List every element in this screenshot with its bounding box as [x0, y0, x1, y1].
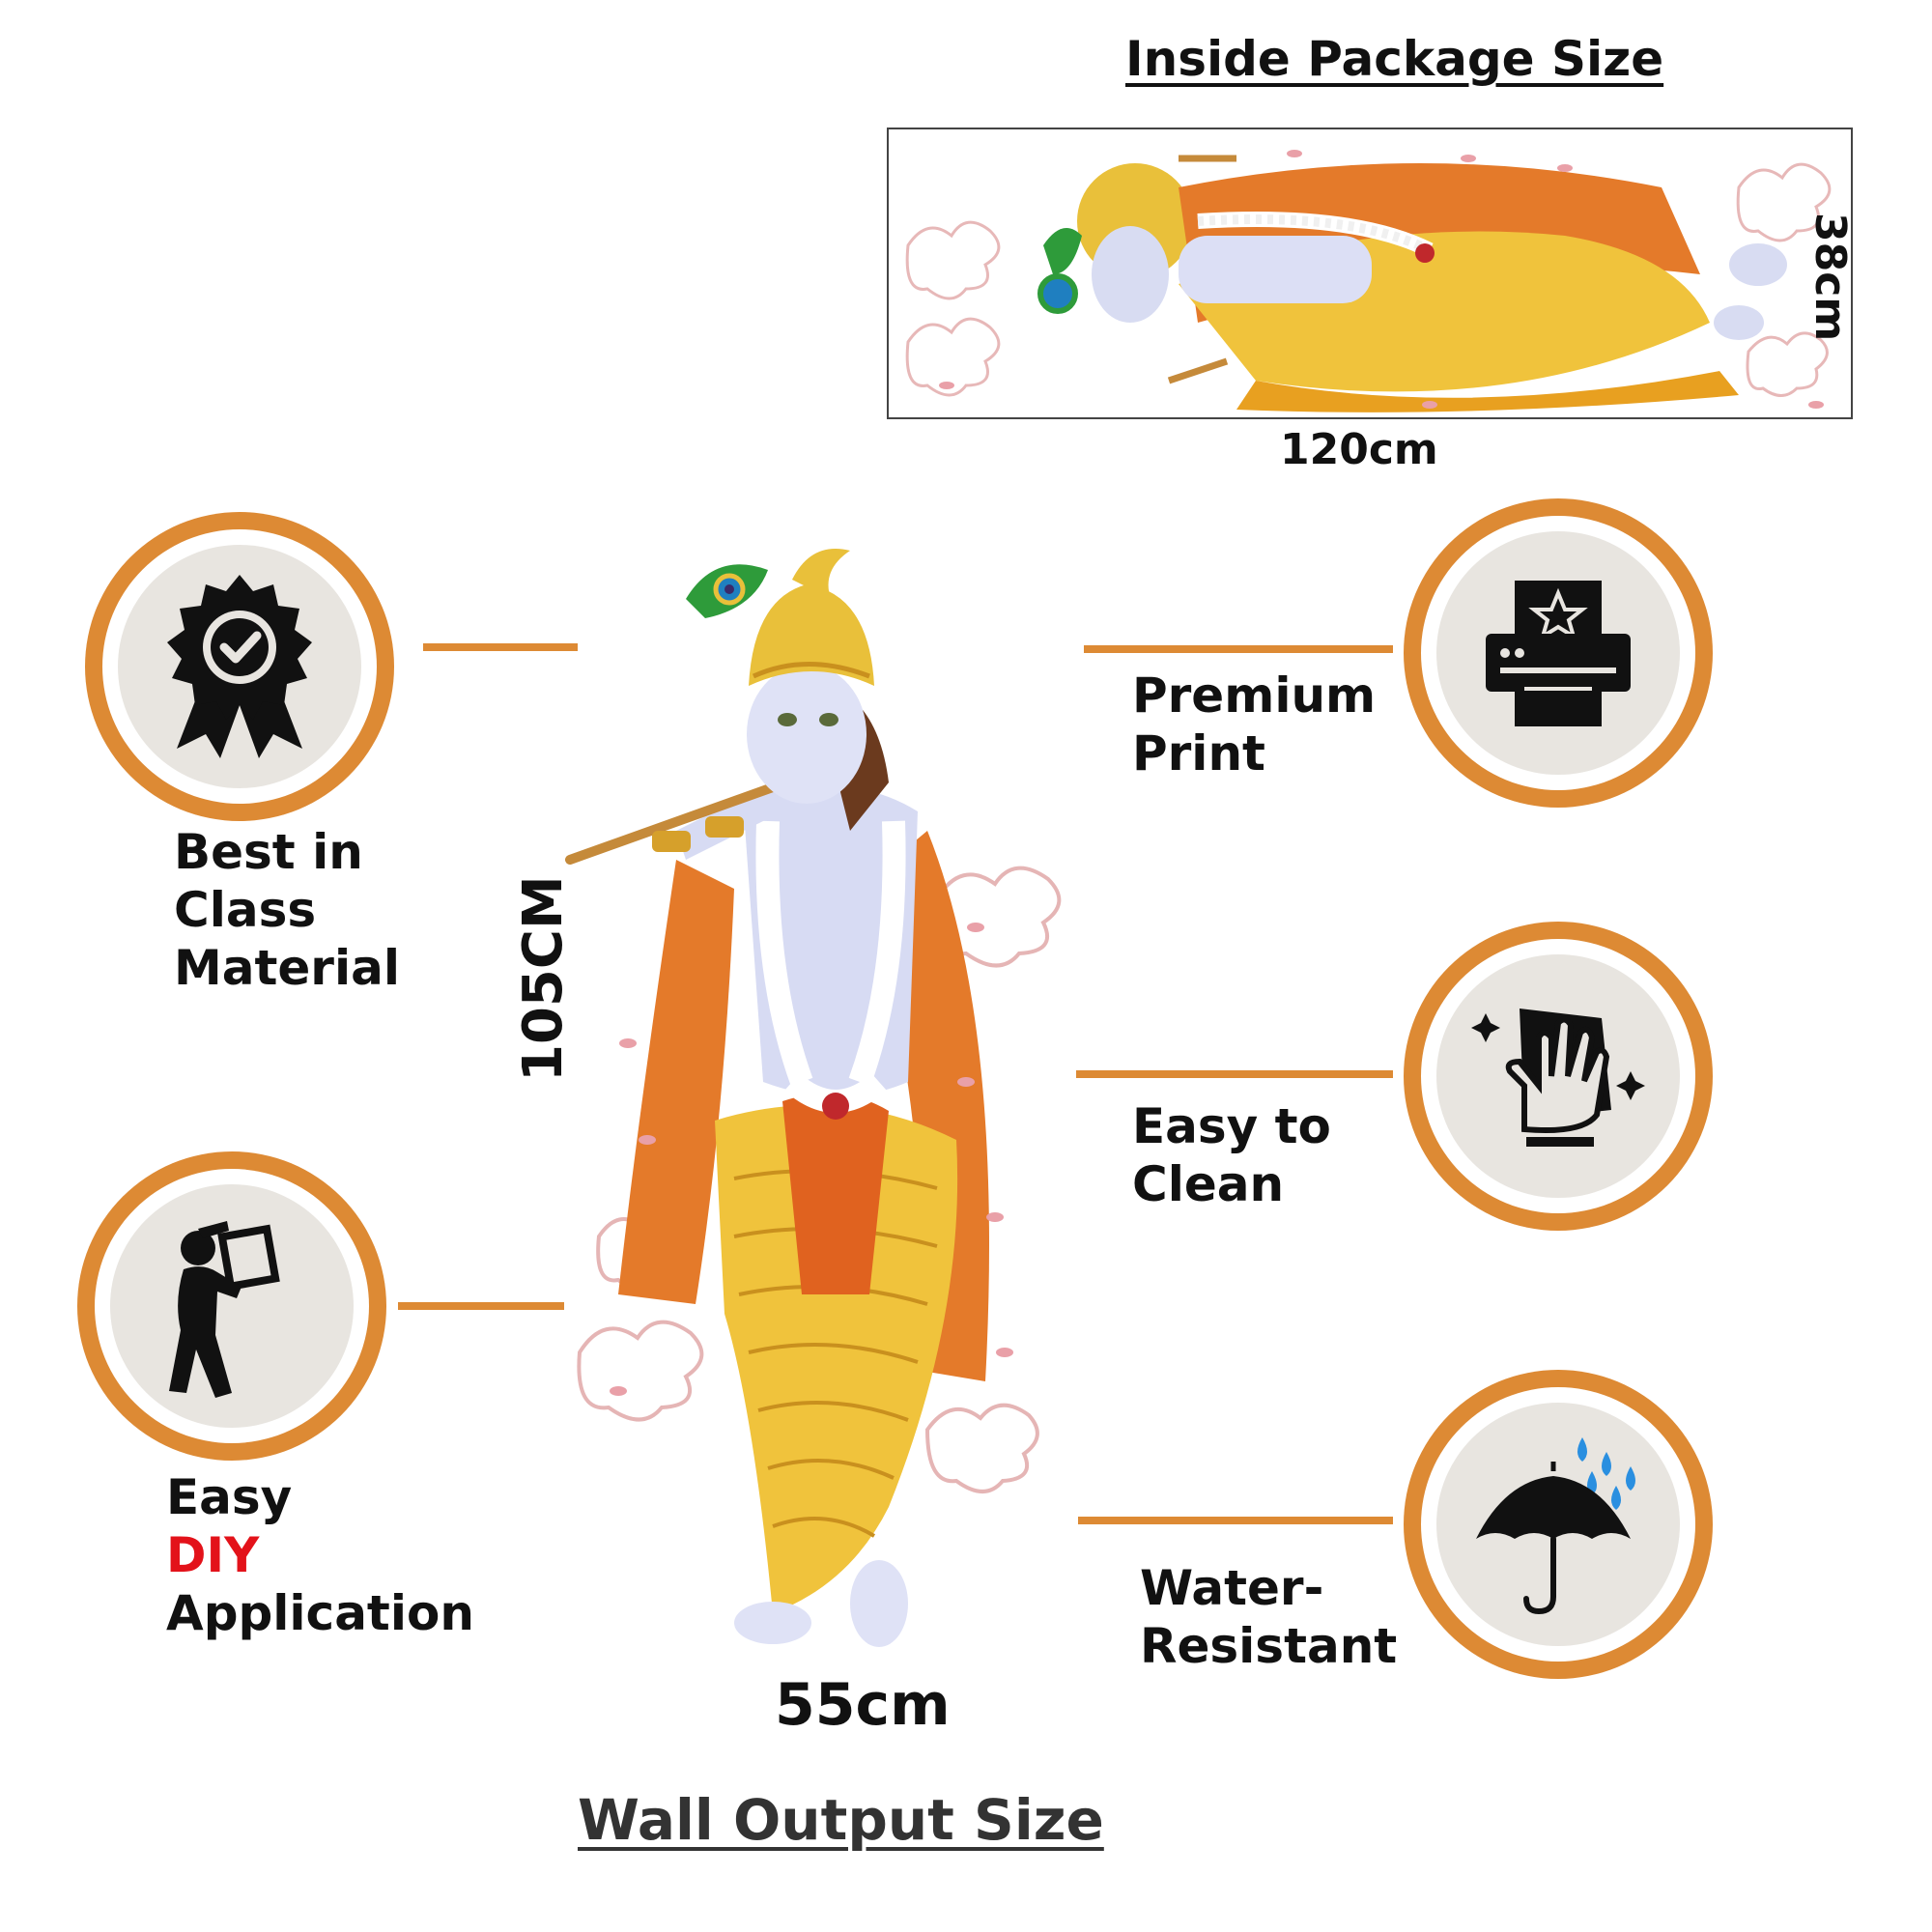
feature-easy-diy: Easy DIY Application: [166, 1469, 474, 1641]
clean-badge: [1404, 922, 1713, 1231]
connector-line: [398, 1302, 564, 1310]
wall-width-label: 55cm: [775, 1671, 951, 1739]
umbrella-rain-icon: [1476, 1437, 1635, 1615]
package-size-heading: Inside Package Size: [1125, 31, 1664, 87]
person-carrying-panel-icon: [169, 1221, 280, 1398]
feature-premium-print: Premium Print: [1132, 668, 1377, 781]
feature-best-material: Best in Class Material: [174, 824, 400, 996]
connector-line: [1076, 1070, 1393, 1078]
connector-line: [1084, 645, 1393, 653]
wall-size-heading: Wall Output Size: [578, 1787, 1104, 1853]
rain-drops-icon: [1577, 1437, 1635, 1510]
hand-wipe-icon: [1471, 1009, 1645, 1147]
diy-highlight: DIY: [166, 1527, 260, 1583]
quality-badge: [85, 512, 394, 821]
connector-line: [423, 643, 578, 651]
package-preview: [887, 128, 1853, 419]
diy-badge: [77, 1151, 386, 1461]
wall-height-label: 105CM: [512, 875, 575, 1082]
print-badge: [1404, 498, 1713, 808]
feature-water-resistant: Water- Resistant: [1140, 1560, 1398, 1674]
connector-line: [1078, 1517, 1393, 1524]
package-height-label: 38cm: [1805, 213, 1855, 342]
wall-decal-artwork: [560, 541, 1121, 1662]
feature-easy-clean: Easy to Clean: [1132, 1098, 1331, 1212]
quality-badge-icon: [167, 575, 312, 758]
water-badge: [1404, 1370, 1713, 1679]
package-width-label: 120cm: [1280, 425, 1438, 474]
printer-star-icon: [1486, 581, 1631, 726]
package-artwork: [905, 150, 1832, 412]
